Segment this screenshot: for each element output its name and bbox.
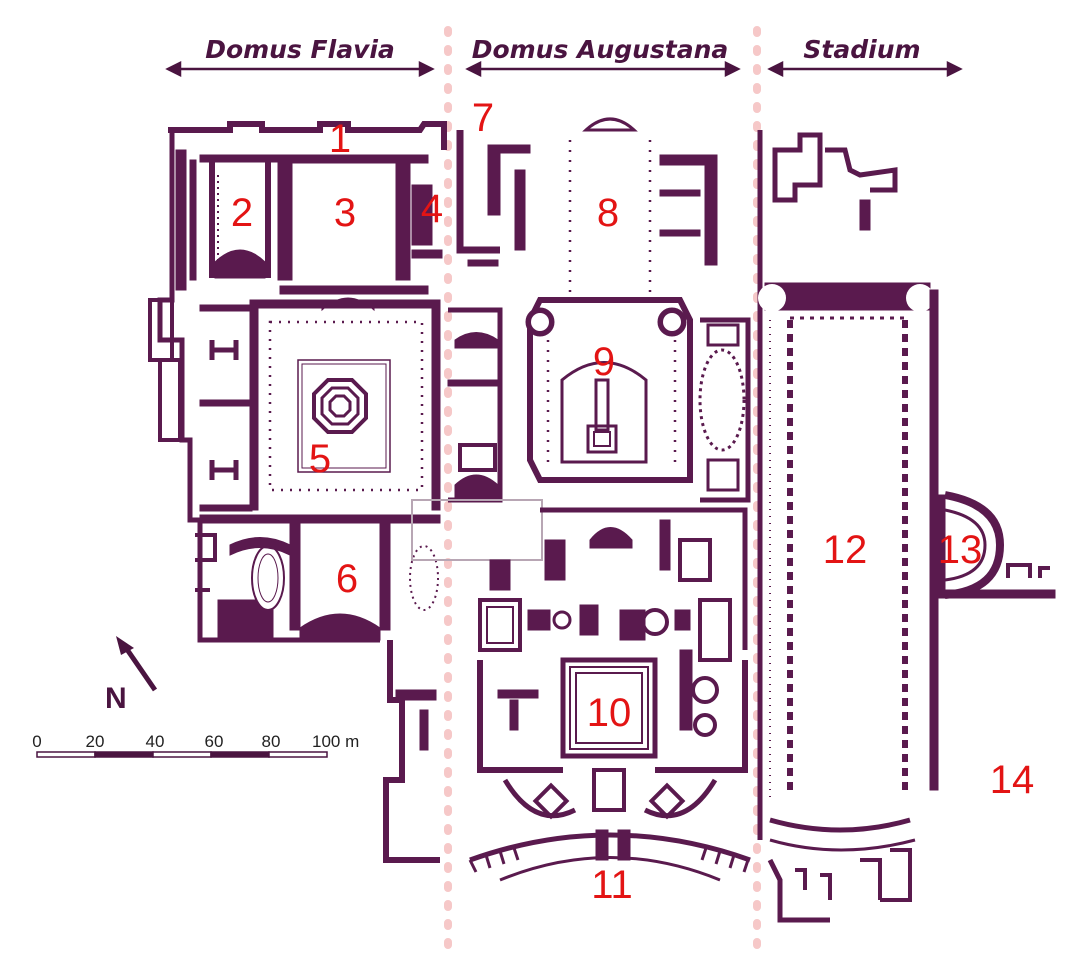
area-label-6: 6 (336, 557, 358, 601)
section-label-flavia: Domus Flavia (205, 35, 395, 64)
area-label-3: 3 (334, 191, 356, 235)
flavia-top-wall (168, 121, 447, 150)
north-arrow-icon (116, 636, 158, 692)
area-label-5: 5 (309, 437, 331, 481)
area-label-14: 14 (990, 758, 1035, 802)
scale-tick-80: 80 (262, 732, 281, 751)
scale-tick-0: 0 (32, 732, 41, 751)
section-label-stadium: Stadium (803, 35, 920, 64)
area-label-8: 8 (597, 191, 619, 235)
area-label-12: 12 (823, 528, 868, 572)
area-label-7: 7 (472, 96, 494, 140)
area-label-4: 4 (421, 187, 443, 231)
area-label-2: 2 (231, 191, 253, 235)
area-label-1: 1 (329, 117, 351, 161)
north-label: N (105, 682, 127, 715)
area-label-11: 11 (591, 863, 633, 907)
scale-tick-100: 100 m (312, 732, 359, 751)
section-headers (165, 60, 963, 78)
scale-tick-40: 40 (146, 732, 165, 751)
walls (148, 117, 1056, 923)
area-label-10: 10 (587, 691, 632, 735)
area-label-13: 13 (938, 528, 983, 572)
scale-tick-60: 60 (205, 732, 224, 751)
section-dividers (444, 26, 761, 954)
area-label-9: 9 (593, 340, 615, 384)
scale-tick-20: 20 (86, 732, 105, 751)
section-label-augustana: Domus Augustana (472, 35, 729, 64)
scale-bar (36, 751, 328, 758)
